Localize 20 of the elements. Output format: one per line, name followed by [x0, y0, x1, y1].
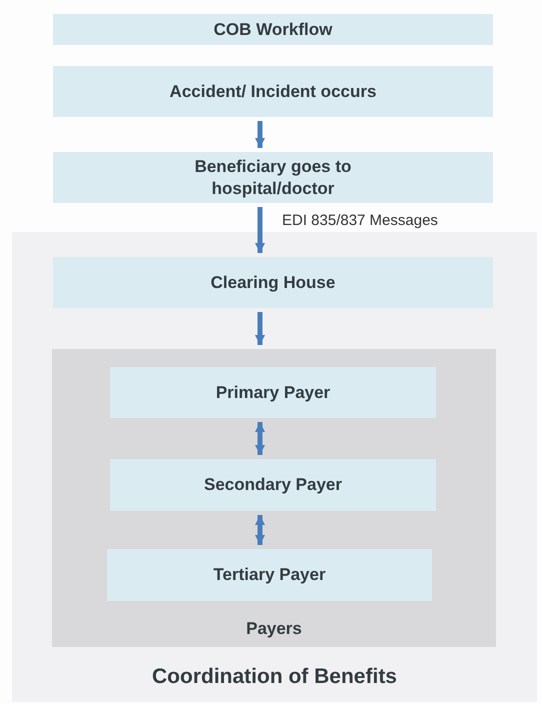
arrow — [255, 207, 265, 253]
process-box — [53, 66, 493, 117]
box-label: Beneficiary goes to hospital/doctor — [194, 156, 352, 199]
edge-label: EDI 835/837 Messages — [282, 212, 438, 229]
group-label: Coordination of Benefits — [152, 664, 397, 690]
arrow — [255, 121, 265, 148]
arrow — [255, 422, 265, 455]
process-box — [53, 14, 493, 45]
process-box — [53, 152, 493, 203]
box-label: Primary Payer — [216, 382, 330, 404]
group-label: Payers — [246, 618, 302, 639]
box-label: Accident/ Incident occurs — [170, 80, 376, 102]
box-label: Secondary Payer — [204, 474, 342, 496]
box-label: COB Workflow — [214, 18, 332, 40]
group-panel — [12, 232, 537, 702]
group-panel — [52, 349, 496, 647]
box-label: Clearing House — [210, 272, 336, 294]
arrow — [255, 515, 265, 545]
arrow — [255, 312, 265, 345]
box-label: Tertiary Payer — [213, 564, 326, 586]
